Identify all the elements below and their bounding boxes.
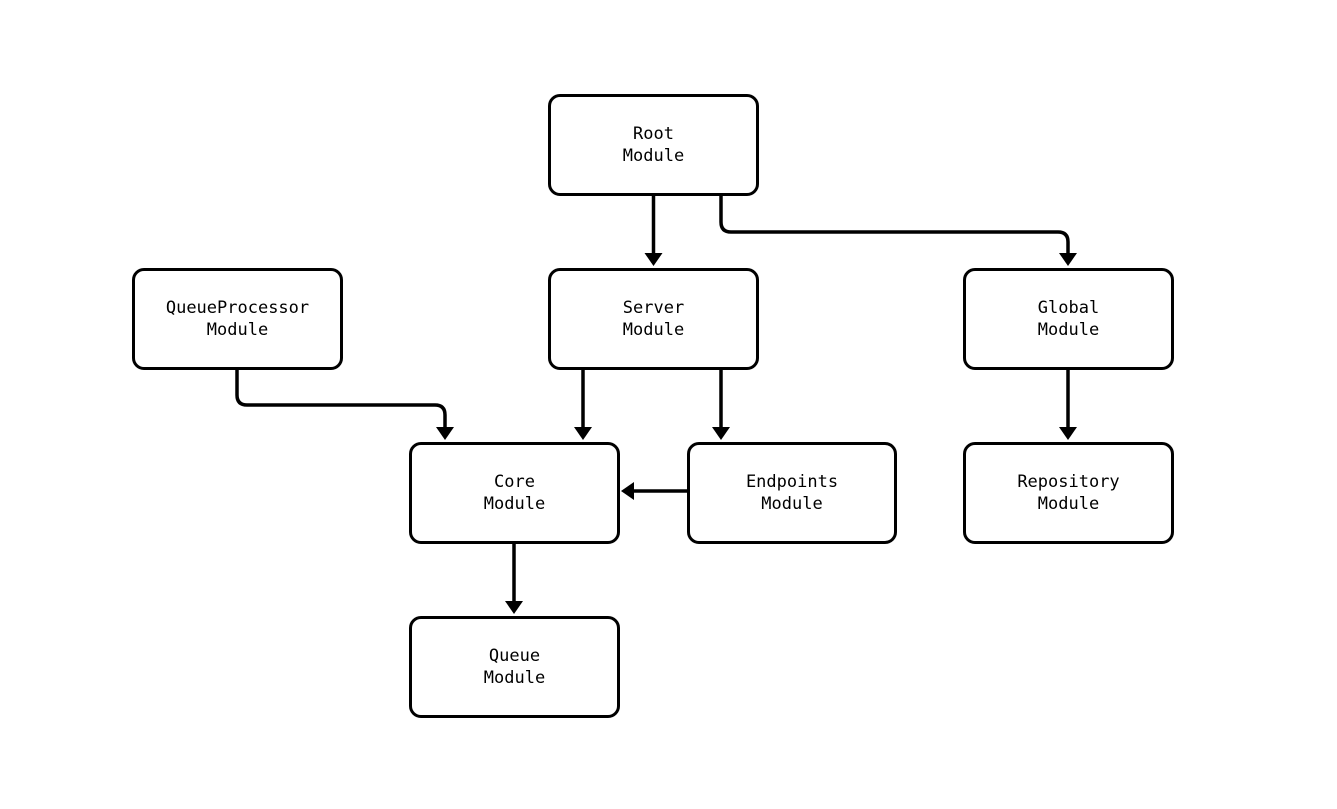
edge-global-to-repository-arrowhead xyxy=(1059,427,1077,440)
server-module-sublabel: Module xyxy=(622,320,685,340)
queue-module-label: Queue xyxy=(488,646,541,666)
global-module-label: Global xyxy=(1037,298,1100,318)
root-module-sublabel: Module xyxy=(622,146,685,166)
endpoints-module-label: Endpoints xyxy=(745,472,839,492)
root-module-node[interactable]: Root Module xyxy=(548,94,759,196)
queueprocessor-module-node[interactable]: QueueProcessor Module xyxy=(132,268,343,370)
global-module-sublabel: Module xyxy=(1037,320,1100,340)
edge-server-to-core-arrowhead xyxy=(574,427,592,440)
repository-module-sublabel: Module xyxy=(1037,494,1100,514)
server-module-label: Server xyxy=(622,298,685,318)
edge-root-to-global-arrowhead xyxy=(1059,253,1077,266)
edge-root-to-server-arrowhead xyxy=(644,253,663,266)
core-module-label: Core xyxy=(494,472,535,492)
endpoints-module-node[interactable]: Endpoints Module xyxy=(687,442,897,544)
repository-module-node[interactable]: Repository Module xyxy=(963,442,1174,544)
global-module-node[interactable]: Global Module xyxy=(963,268,1174,370)
queue-module-sublabel: Module xyxy=(483,668,546,688)
server-module-node[interactable]: Server Module xyxy=(548,268,759,370)
core-module-sublabel: Module xyxy=(483,494,546,514)
core-module-node[interactable]: Core Module xyxy=(409,442,620,544)
repository-module-label: Repository xyxy=(1017,472,1120,492)
edge-root-to-global xyxy=(719,196,1070,254)
edge-core-to-queue-arrowhead xyxy=(505,601,523,614)
edge-endpoints-to-core-arrowhead xyxy=(621,482,634,500)
queueprocessor-module-sublabel: Module xyxy=(206,320,269,340)
edge-server-to-endpoints-arrowhead xyxy=(712,427,730,440)
endpoints-module-sublabel: Module xyxy=(761,494,823,514)
queue-module-node[interactable]: Queue Module xyxy=(409,616,620,718)
root-module-label: Root xyxy=(633,124,674,144)
edge-queueprocessor-to-core xyxy=(235,370,447,428)
edge-queueprocessor-to-core-arrowhead xyxy=(436,427,454,440)
queueprocessor-module-label: QueueProcessor xyxy=(165,298,310,318)
